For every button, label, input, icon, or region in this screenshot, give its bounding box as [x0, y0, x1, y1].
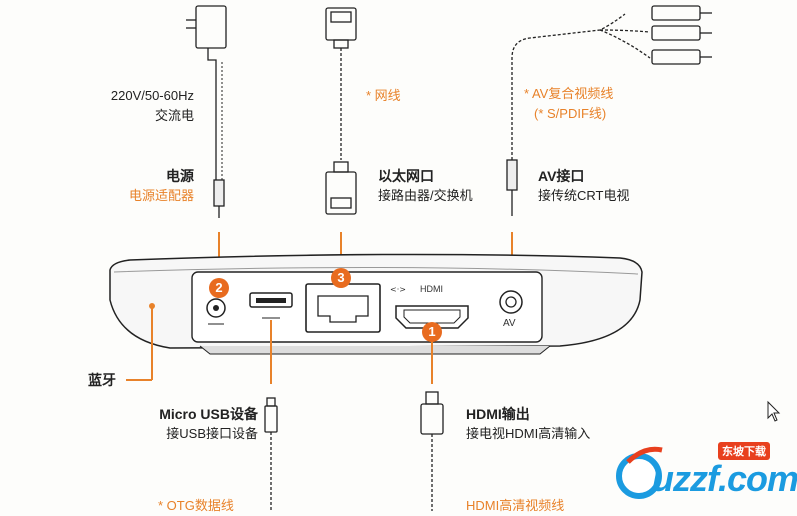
- av-cable-line1: * AV复合视频线: [524, 86, 614, 101]
- ethernet-cable-icon: [325, 7, 357, 215]
- av-title: AV接口: [538, 168, 585, 184]
- otg-cable-label: * OTG数据线: [158, 498, 234, 513]
- power-spec-line2: 交流电: [154, 108, 194, 123]
- network-cable-label: * 网线: [366, 88, 401, 103]
- ethernet-port-icon: [305, 283, 381, 333]
- av-port-label: AV: [503, 318, 516, 329]
- micro-usb-title: Micro USB设备: [159, 406, 258, 422]
- micro-usb-cable-icon: [264, 397, 278, 511]
- av-cable-line2: (* S/PDIF线): [534, 106, 607, 121]
- badge-ethernet: 3: [331, 268, 351, 288]
- power-jack-icon: [206, 298, 226, 325]
- ethernet-subtitle: 接路由器/交换机: [378, 188, 473, 203]
- power-adapter-icon: [186, 5, 227, 218]
- av-cable-icon: [506, 5, 712, 216]
- power-spec-line1: 220V/50-60Hz: [110, 88, 194, 103]
- power-title: 电源: [166, 168, 194, 184]
- usb-port-icon: [249, 292, 293, 319]
- ethernet-title: 以太网口: [378, 168, 434, 184]
- logo-swoosh-icon: [616, 446, 663, 499]
- badge-power: 2: [209, 278, 229, 298]
- hdmi-port-label: HDMI: [420, 284, 443, 294]
- site-logo: 东坡下载 uzzf.com: [614, 442, 797, 506]
- logo-text: uzzf.com: [652, 458, 797, 499]
- av-cable-label: * AV复合视频线 (* S/PDIF线): [524, 84, 613, 124]
- micro-usb-subtitle: 接USB接口设备: [166, 426, 258, 441]
- power-subtitle: 电源适配器: [128, 188, 194, 203]
- hdmi-cable-label: HDMI高清视频线: [466, 498, 565, 513]
- bluetooth-pointer: [126, 303, 155, 381]
- cursor-icon: [767, 400, 781, 422]
- bluetooth-label: 蓝牙: [88, 372, 116, 388]
- av-jack-icon: [499, 290, 523, 314]
- hdmi-subtitle: 接电视HDMI高清输入: [466, 426, 591, 441]
- hdmi-title: HDMI输出: [466, 406, 530, 422]
- power-spec-label: 220V/50-60Hz 交流电: [60, 86, 194, 126]
- svg-text:<·>: <·>: [390, 285, 406, 294]
- ethernet-label: 以太网口 接路由器/交换机: [378, 166, 473, 206]
- logo-tag: 东坡下载: [718, 442, 770, 460]
- hdmi-port-icon: <·>: [390, 285, 469, 329]
- hdmi-cable-icon: [420, 391, 444, 511]
- power-label: 电源 电源适配器: [80, 166, 194, 206]
- av-label: AV接口 接传统CRT电视: [538, 166, 629, 206]
- badge-hdmi: 1: [422, 322, 442, 342]
- av-subtitle: 接传统CRT电视: [538, 188, 630, 203]
- micro-usb-label: Micro USB设备 接USB接口设备: [120, 404, 258, 444]
- hdmi-label: HDMI输出 接电视HDMI高清输入: [466, 404, 590, 444]
